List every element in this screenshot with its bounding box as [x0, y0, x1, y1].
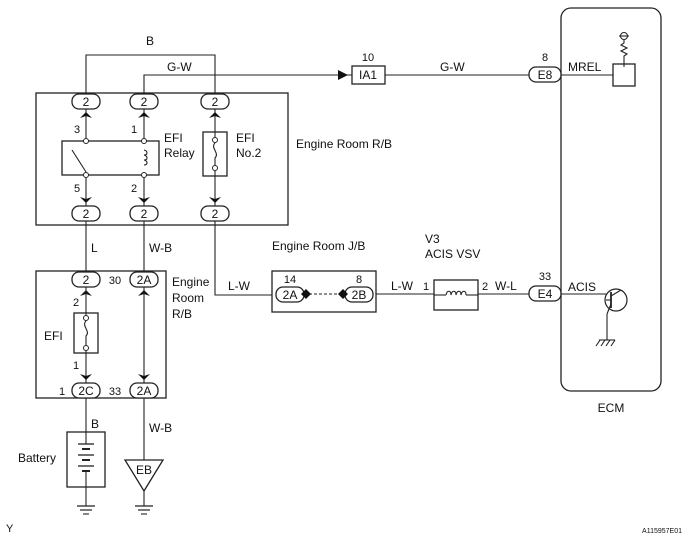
- battery-label: Battery: [18, 451, 56, 465]
- eb-ground-point: EB: [123, 459, 165, 493]
- svg-text:2: 2: [141, 95, 148, 109]
- ecm-pin-e8: E8 8: [528, 52, 562, 83]
- corner-right-label: A115957E01: [642, 528, 682, 535]
- ecm-label: ECM: [598, 401, 625, 415]
- mrel-resistor-icon: [619, 32, 629, 67]
- battery-ground-icon: [77, 487, 95, 515]
- svg-text:2: 2: [212, 207, 219, 221]
- relay-box-top-pin-3: 2: [200, 93, 230, 110]
- svg-text:2C: 2C: [78, 384, 94, 398]
- relay-box-bottom: [35, 270, 167, 399]
- acis-transistor-icon: [604, 288, 628, 340]
- efi-relay-label-1: EFI: [164, 131, 183, 145]
- svg-text:E8: E8: [538, 68, 553, 82]
- fuse-icon: [212, 137, 218, 171]
- efi-fuse-label: EFI: [44, 329, 63, 343]
- efi-fuse-pin-bottom: 1: [73, 360, 79, 372]
- junction-block: [271, 270, 377, 313]
- svg-text:IA1: IA1: [359, 68, 377, 82]
- jb-pin-2b: 2B 8: [344, 274, 374, 303]
- relay-box-bottom-title-1: Engine: [172, 275, 210, 289]
- wire-label-l: L: [91, 241, 98, 255]
- vsv-pin-2: 2: [482, 281, 488, 293]
- relay-box-bottom-pin-2a-bottom: 2A 33: [109, 382, 159, 399]
- relay-box-bottom-title-2: Room: [172, 291, 204, 305]
- wire-label-lw-2: L-W: [391, 279, 414, 293]
- wire-label-gw-2: G-W: [440, 60, 465, 74]
- ecm-acis-label: ACIS: [568, 280, 596, 294]
- svg-text:2: 2: [83, 207, 90, 221]
- jb-pin-2a: 2A 14: [275, 274, 305, 303]
- relay-box-top-bottom-pin-3: 2: [200, 205, 230, 222]
- battery-icon: [78, 432, 94, 487]
- wire-label-lw-1: L-W: [228, 279, 251, 293]
- relay-coil-icon: [141, 138, 148, 178]
- efi-relay: [61, 140, 160, 176]
- relay-box-top-pin-1: 2: [71, 93, 101, 110]
- efi-no2-label-1: EFI: [236, 131, 255, 145]
- svg-text:33: 33: [109, 386, 121, 398]
- svg-text:14: 14: [284, 274, 296, 286]
- vsv-code: V3: [425, 232, 440, 246]
- svg-text:2: 2: [83, 273, 90, 287]
- wire-label-wb-upper: W-B: [149, 241, 172, 255]
- svg-text:2: 2: [212, 95, 219, 109]
- svg-text:10: 10: [362, 52, 374, 64]
- svg-text:2A: 2A: [137, 384, 152, 398]
- relay-box-bottom-pin-2c: 2C 1: [59, 382, 101, 399]
- wire-label-wl: W-L: [495, 279, 517, 293]
- wire-label-gw-1: G-W: [167, 60, 192, 74]
- svg-text:2B: 2B: [352, 288, 367, 302]
- mrel-driver-box: [612, 63, 636, 87]
- svg-text:E4: E4: [538, 287, 553, 301]
- wire-label-top-b: B: [146, 34, 154, 48]
- relay-pin-2-label: 2: [131, 183, 137, 195]
- relay-box-bottom-pin-2a-top: 2A 30: [109, 271, 159, 288]
- efi-no2-label-2: No.2: [236, 146, 262, 160]
- efi-fuse-icon: [83, 315, 89, 351]
- vsv-coil-icon: [434, 290, 478, 296]
- vsv-name: ACIS VSV: [425, 247, 480, 261]
- relay-box-top-bottom-pin-1: 2: [71, 205, 101, 222]
- relay-pin-5-label: 5: [74, 183, 80, 195]
- relay-box-bottom-pin-top-left: 2: [71, 271, 101, 288]
- svg-text:EB: EB: [136, 463, 152, 477]
- efi-relay-label-2: Relay: [164, 146, 195, 160]
- svg-text:2: 2: [83, 95, 90, 109]
- svg-text:1: 1: [59, 386, 65, 398]
- relay-box-top-pin-2: 2: [129, 93, 159, 110]
- svg-text:8: 8: [356, 274, 362, 286]
- connector-ia1: IA1 10: [351, 52, 386, 85]
- svg-text:8: 8: [542, 52, 548, 64]
- ecm-mrel-label: MREL: [568, 60, 602, 74]
- svg-text:30: 30: [109, 275, 121, 287]
- vsv-pin-1: 1: [423, 281, 429, 293]
- efi-fuse-pin-top: 2: [73, 297, 79, 309]
- svg-text:2A: 2A: [283, 288, 298, 302]
- relay-box-top: [35, 92, 289, 226]
- ecm-pin-e4: E4 33: [528, 271, 562, 302]
- relay-box-top-title: Engine Room R/B: [296, 137, 392, 151]
- relay-switch-icon: [71, 138, 89, 178]
- wire-label-battery-b: B: [91, 417, 99, 431]
- relay-pin-3-label: 3: [74, 124, 80, 136]
- relay-pin-1-label: 1: [131, 124, 137, 136]
- eb-ground-icon: [135, 491, 153, 515]
- svg-text:2: 2: [141, 207, 148, 221]
- junction-block-title: Engine Room J/B: [272, 239, 365, 253]
- ecm-box: [560, 7, 662, 392]
- svg-text:33: 33: [539, 271, 551, 283]
- svg-text:2A: 2A: [137, 273, 152, 287]
- wire-label-wb-lower: W-B: [149, 421, 172, 435]
- relay-box-top-bottom-pin-2: 2: [129, 205, 159, 222]
- corner-left-label: Y: [6, 523, 14, 535]
- relay-box-bottom-title-3: R/B: [172, 307, 192, 321]
- ecm-ground-icon: [595, 339, 616, 347]
